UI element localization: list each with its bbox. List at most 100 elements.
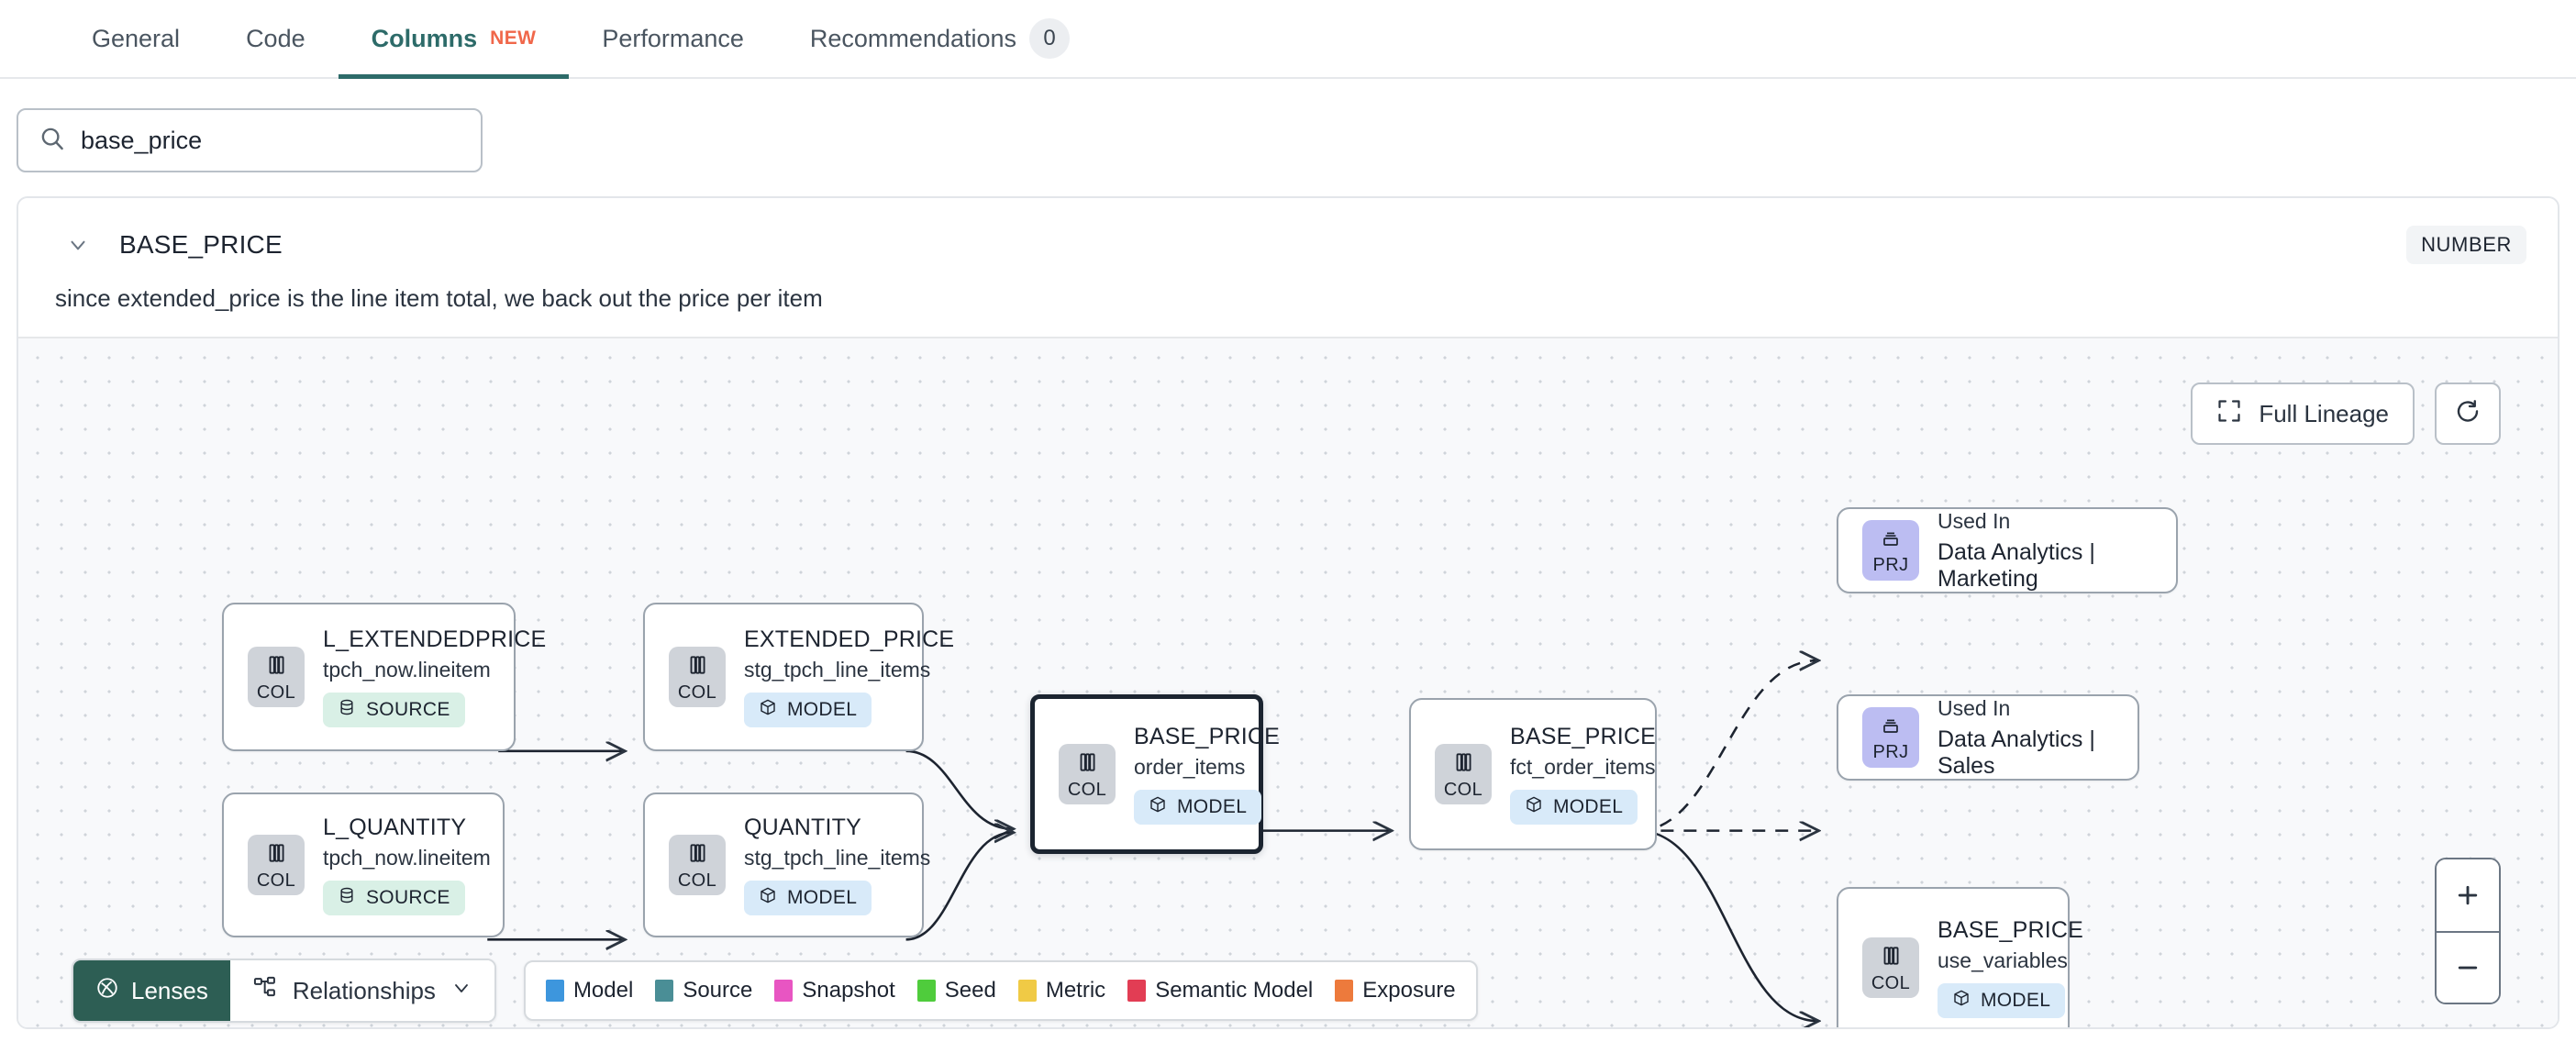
- legend-label: Exposure: [1362, 978, 1456, 1003]
- legend-item-snapshot[interactable]: Snapshot: [774, 978, 895, 1003]
- cube-icon: [1149, 795, 1167, 819]
- refresh-button[interactable]: [2435, 382, 2501, 445]
- node-used-in-label: Used In: [1938, 508, 2011, 533]
- lineage-node-l_quantity[interactable]: COL L_QUANTITY tpch_now.lineitem SOURCE: [222, 793, 505, 937]
- lineage-node-prj-marketing[interactable]: PRJ Used In Data Analytics | Marketing: [1837, 507, 2178, 593]
- col-badge-label: COL: [1871, 972, 1911, 993]
- full-lineage-label: Full Lineage: [2259, 399, 2389, 427]
- col-type-badge: COL: [248, 835, 305, 895]
- node-tag-model: MODEL: [744, 881, 872, 915]
- node-tag-label: MODEL: [1553, 796, 1624, 817]
- tab-recommendations[interactable]: Recommendations 0: [777, 0, 1103, 77]
- legend-label: Source: [683, 978, 753, 1003]
- project-icon: [1880, 527, 1902, 554]
- col-type-badge: COL: [1059, 744, 1116, 804]
- refresh-icon: [2454, 398, 2482, 430]
- legend-item-seed[interactable]: Seed: [916, 978, 996, 1003]
- column-description: since extended_price is the line item to…: [55, 284, 823, 312]
- search-input[interactable]: base_price: [17, 108, 483, 172]
- legend-item-source[interactable]: Source: [655, 978, 752, 1003]
- column-icon: [1879, 944, 1903, 972]
- chevron-down-icon[interactable]: [66, 233, 90, 257]
- legend-label: Snapshot: [802, 978, 895, 1003]
- cube-icon: [1525, 795, 1543, 819]
- column-header[interactable]: BASE_PRICE NUMBER: [18, 198, 2558, 264]
- legend-item-exposure[interactable]: Exposure: [1335, 978, 1456, 1003]
- node-tag-source: SOURCE: [323, 693, 465, 727]
- legend-swatch: [774, 980, 794, 1002]
- tab-bar: General Code Columns NEW Performance Rec…: [0, 0, 2576, 79]
- cube-icon: [759, 698, 777, 722]
- database-icon: [338, 698, 356, 722]
- legend-swatch: [1127, 980, 1147, 1002]
- prj-badge-label: PRJ: [1872, 741, 1909, 762]
- node-project-name: Data Analytics | Marketing: [1938, 538, 2095, 592]
- column-icon: [1075, 750, 1099, 779]
- node-tag-label: MODEL: [787, 887, 858, 908]
- lineage-node-base_price-use_variables[interactable]: COL BASE_PRICE use_variables MODEL: [1837, 887, 2083, 1027]
- node-subtitle: use_variables: [1938, 948, 2068, 972]
- edge-fct_order_items-prj_marketing: [1638, 660, 1817, 832]
- zoom-out-button[interactable]: [2437, 931, 2499, 1003]
- zoom-controls: [2435, 858, 2501, 1004]
- node-tag-model: MODEL: [1510, 790, 1638, 825]
- column-icon: [685, 653, 709, 682]
- search-area: base_price: [0, 79, 2576, 196]
- cube-icon: [1952, 989, 1971, 1013]
- col-type-badge: COL: [669, 647, 726, 707]
- col-type-badge: COL: [1435, 744, 1492, 804]
- tab-label: General: [92, 24, 181, 52]
- legend-swatch: [655, 980, 674, 1002]
- lineage-node-base_price-fct_order_items[interactable]: COL BASE_PRICE fct_order_items MODEL: [1409, 698, 1657, 850]
- column-type-badge: NUMBER: [2406, 226, 2526, 264]
- legend-swatch: [916, 980, 936, 1002]
- prj-type-badge: PRJ: [1862, 707, 1919, 768]
- node-subtitle: stg_tpch_line_items: [744, 658, 931, 682]
- lineage-node-base_price-order_items[interactable]: COL BASE_PRICE order_items MODEL: [1030, 694, 1280, 854]
- col-badge-label: COL: [677, 870, 717, 891]
- node-tag-label: MODEL: [787, 699, 858, 720]
- tab-label: Recommendations: [809, 24, 1017, 52]
- prj-type-badge: PRJ: [1862, 520, 1919, 581]
- project-icon: [1880, 715, 1902, 741]
- lenses-group: Lenses Relationships: [72, 959, 496, 1023]
- prj-badge-label: PRJ: [1872, 554, 1909, 575]
- node-subtitle: order_items: [1134, 755, 1246, 779]
- column-icon: [264, 653, 288, 682]
- lineage-node-extended_price[interactable]: COL EXTENDED_PRICE stg_tpch_line_items M…: [643, 603, 954, 751]
- legend-label: Metric: [1045, 978, 1106, 1003]
- col-type-badge: COL: [1862, 937, 1919, 998]
- node-title: L_QUANTITY: [323, 815, 467, 840]
- tab-performance[interactable]: Performance: [569, 0, 777, 77]
- legend-item-semantic-model[interactable]: Semantic Model: [1127, 978, 1313, 1003]
- legend-label: Seed: [944, 978, 996, 1003]
- col-type-badge: COL: [669, 835, 726, 895]
- database-icon: [338, 886, 356, 910]
- tab-code[interactable]: Code: [213, 0, 339, 77]
- relationships-label: Relationships: [292, 976, 436, 1004]
- lenses-icon: [95, 976, 119, 1006]
- full-lineage-button[interactable]: Full Lineage: [2191, 382, 2415, 445]
- tab-columns[interactable]: Columns NEW: [338, 0, 570, 79]
- column-icon: [685, 841, 709, 870]
- tab-general[interactable]: General: [59, 0, 213, 77]
- node-tag-label: SOURCE: [366, 699, 450, 720]
- legend-item-model[interactable]: Model: [545, 978, 633, 1003]
- lenses-label: Lenses: [131, 976, 208, 1004]
- relationships-icon: [252, 975, 278, 1007]
- lineage-node-prj-sales[interactable]: PRJ Used In Data Analytics | Sales: [1837, 694, 2139, 781]
- legend-item-metric[interactable]: Metric: [1017, 978, 1106, 1003]
- column-card: BASE_PRICE NUMBER since extended_price i…: [17, 196, 2559, 1029]
- legend-swatch: [1335, 980, 1354, 1002]
- lineage-edges: [487, 338, 2558, 1029]
- zoom-in-button[interactable]: [2437, 859, 2499, 931]
- node-tag-model: MODEL: [744, 693, 872, 727]
- column-icon: [1451, 750, 1475, 779]
- column-icon: [264, 841, 288, 870]
- lenses-button[interactable]: Lenses: [73, 960, 230, 1021]
- lineage-node-l_extendedprice[interactable]: COL L_EXTENDEDPRICE tpch_now.lineitem SO…: [222, 603, 546, 751]
- legend-swatch: [545, 980, 564, 1002]
- lineage-canvas[interactable]: COL L_EXTENDEDPRICE tpch_now.lineitem SO…: [18, 337, 2558, 1029]
- relationships-button[interactable]: Relationships: [229, 960, 494, 1021]
- lineage-node-quantity[interactable]: COL QUANTITY stg_tpch_line_items MODEL: [643, 793, 930, 937]
